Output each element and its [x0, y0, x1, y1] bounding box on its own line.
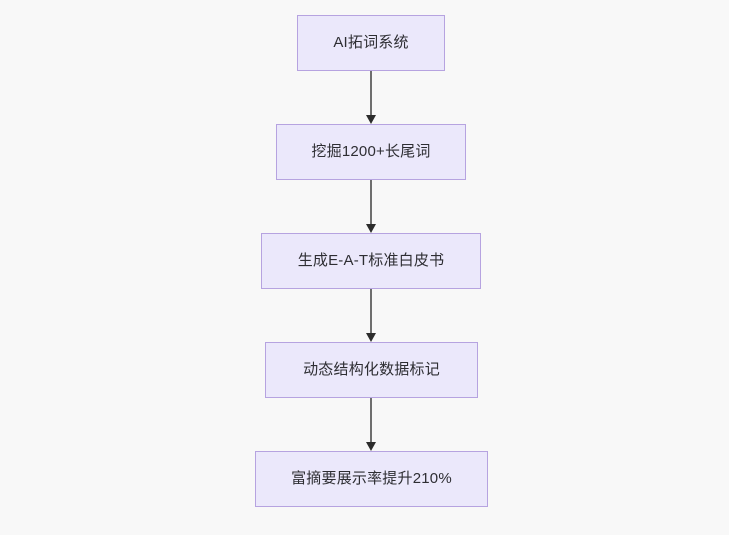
node-label: 挖掘1200+长尾词	[311, 143, 431, 161]
arrowhead-icon	[366, 224, 376, 233]
node-label: 动态结构化数据标记	[303, 361, 440, 379]
flowchart-node-ai-keyword-system[interactable]: AI拓词系统	[297, 15, 445, 71]
flowchart-node-mine-longtail-keywords[interactable]: 挖掘1200+长尾词	[276, 124, 466, 180]
node-label: 生成E-A-T标准白皮书	[297, 252, 445, 270]
edge-line	[370, 289, 372, 333]
arrowhead-icon	[366, 333, 376, 342]
edge-line	[370, 180, 372, 224]
arrowhead-icon	[366, 442, 376, 451]
flowchart-node-generate-eat-whitepaper[interactable]: 生成E-A-T标准白皮书	[261, 233, 481, 289]
edge-line	[370, 398, 372, 442]
edge-line	[370, 71, 372, 115]
flowchart-node-rich-snippet-impression-lift[interactable]: 富摘要展示率提升210%	[255, 451, 488, 507]
node-label: 富摘要展示率提升210%	[291, 470, 452, 488]
flowchart-node-dynamic-structured-data-markup[interactable]: 动态结构化数据标记	[265, 342, 478, 398]
node-label: AI拓词系统	[333, 34, 409, 52]
arrowhead-icon	[366, 115, 376, 124]
